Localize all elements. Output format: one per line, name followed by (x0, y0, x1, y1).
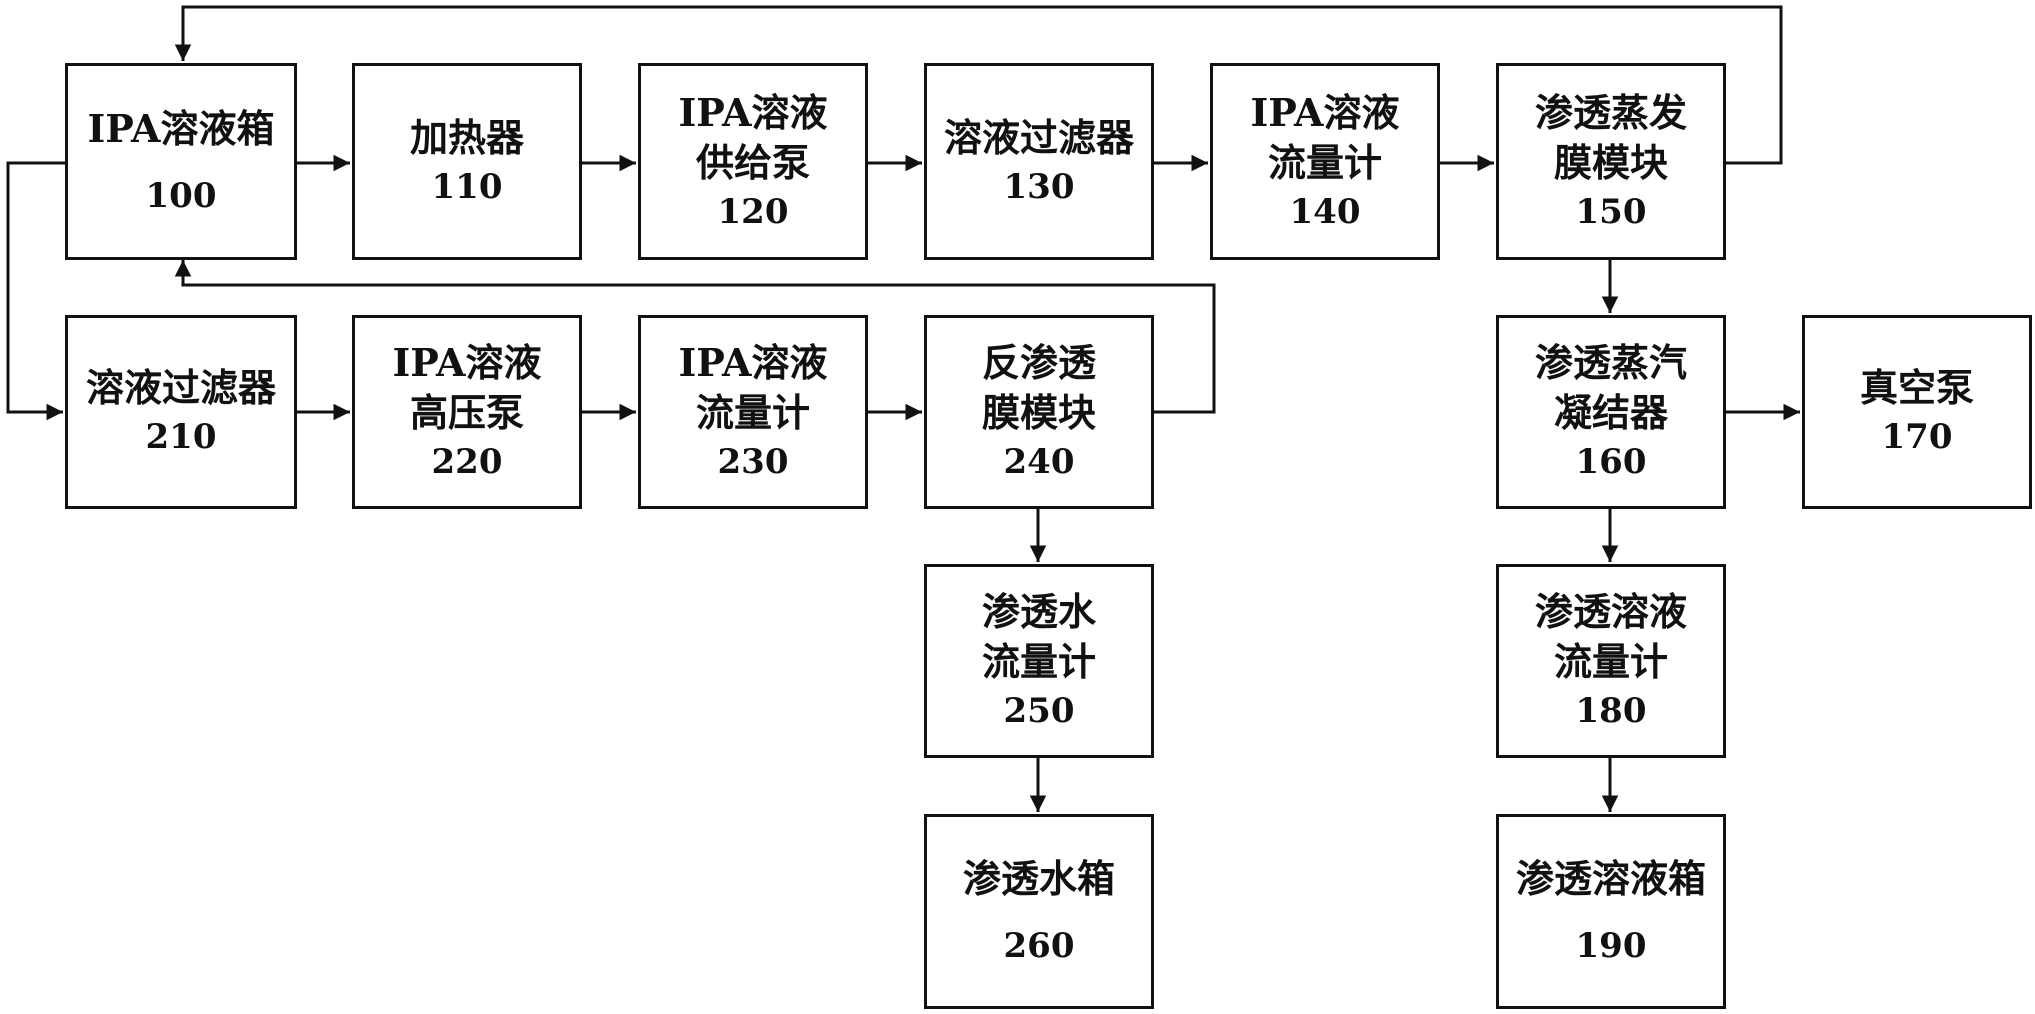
node-label: 渗透水 (981, 589, 1096, 634)
solution-filter-130: 溶液过滤器 130 (924, 63, 1154, 260)
heater-110: 加热器 110 (352, 63, 582, 260)
permeate-vapor-condenser-160: 渗透蒸汽 凝结器 160 (1496, 315, 1726, 509)
node-number: 210 (145, 417, 217, 457)
ipa-supply-pump-120: IPA溶液 供给泵 120 (638, 63, 868, 260)
node-label: 供给泵 (695, 139, 810, 185)
node-label: IPA溶液 (1250, 89, 1400, 135)
node-number: 190 (1575, 925, 1647, 966)
node-label: 真空泵 (1859, 365, 1974, 410)
node-label: 渗透溶液箱 (1515, 855, 1706, 901)
node-number: 140 (1289, 191, 1361, 232)
node-label: IPA溶液 (392, 340, 542, 385)
node-number: 180 (1575, 691, 1647, 731)
node-label: 流量计 (1267, 139, 1382, 185)
node-label: 凝结器 (1553, 390, 1668, 435)
node-label: 溶液过滤器 (85, 365, 276, 410)
node-number: 100 (145, 175, 217, 216)
node-label: 加热器 (409, 114, 524, 160)
node-label: 流量计 (981, 639, 1096, 684)
arrow-100-to-210 (6, 161, 65, 421)
ipa-flow-meter-140: IPA溶液 流量计 140 (1210, 63, 1440, 260)
permeate-solution-tank-190: 渗透溶液箱 190 (1496, 814, 1726, 1009)
node-label: 高压泵 (409, 390, 524, 435)
node-label: 膜模块 (981, 390, 1096, 435)
node-label: IPA溶液箱 (87, 105, 275, 151)
ipa-high-pressure-pump-220: IPA溶液 高压泵 220 (352, 315, 582, 509)
node-number: 230 (717, 442, 789, 482)
node-number: 250 (1003, 691, 1075, 731)
pervaporation-membrane-module-150: 渗透蒸发 膜模块 150 (1496, 63, 1726, 260)
node-label: IPA溶液 (678, 340, 828, 385)
ipa-solution-tank-100: IPA溶液箱 100 (65, 63, 297, 260)
node-number: 170 (1881, 417, 1953, 457)
reverse-osmosis-membrane-module-240: 反渗透 膜模块 240 (924, 315, 1154, 509)
node-label: 溶液过滤器 (943, 114, 1134, 160)
node-number: 110 (431, 166, 503, 207)
node-label: 渗透水箱 (962, 855, 1115, 901)
arrow-240-to-100 (174, 260, 1216, 414)
solution-filter-210: 溶液过滤器 210 (65, 315, 297, 509)
node-label: IPA溶液 (678, 89, 828, 135)
node-label: 渗透蒸汽 (1534, 340, 1687, 385)
node-label: 渗透溶液 (1534, 589, 1687, 634)
node-label: 膜模块 (1553, 139, 1668, 185)
permeate-solution-flow-meter-180: 渗透溶液 流量计 180 (1496, 564, 1726, 758)
node-number: 120 (717, 191, 789, 232)
permeate-water-flow-meter-250: 渗透水 流量计 250 (924, 564, 1154, 758)
arrow-150-to-100 (174, 5, 1783, 165)
node-number: 260 (1003, 925, 1075, 966)
node-number: 130 (1003, 166, 1075, 207)
node-label: 流量计 (1553, 639, 1668, 684)
permeate-water-tank-260: 渗透水箱 260 (924, 814, 1154, 1009)
node-number: 240 (1003, 442, 1075, 482)
node-label: 渗透蒸发 (1534, 89, 1687, 135)
node-number: 220 (431, 442, 503, 482)
node-label: 流量计 (695, 390, 810, 435)
node-number: 150 (1575, 191, 1647, 232)
vacuum-pump-170: 真空泵 170 (1802, 315, 2032, 509)
node-number: 160 (1575, 442, 1647, 482)
node-label: 反渗透 (981, 340, 1096, 385)
ipa-flow-meter-230: IPA溶液 流量计 230 (638, 315, 868, 509)
